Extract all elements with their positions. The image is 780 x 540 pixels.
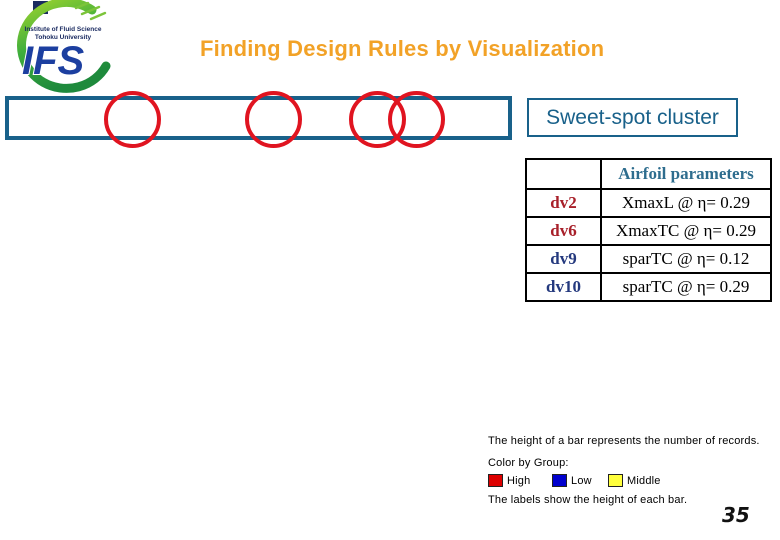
row-key: dv6 [525, 216, 602, 246]
cluster-circle-1 [104, 91, 161, 148]
table-row: dv2 XmaxL @ η= 0.29 [525, 188, 772, 218]
logo-swoosh-icon [17, 0, 111, 93]
table-header-label: Airfoil parameters [600, 158, 772, 190]
chart-notes-block: The height of a bar represents the numbe… [488, 435, 776, 513]
row-key: dv2 [525, 188, 602, 218]
high-color-swatch-icon [488, 474, 503, 487]
table-row: dv9 sparTC @ η= 0.12 [525, 244, 772, 274]
sweet-spot-cluster-label: Sweet-spot cluster [527, 98, 738, 137]
row-value: XmaxL @ η= 0.29 [600, 188, 772, 218]
row-key: dv10 [525, 272, 602, 302]
legend-label: Low [571, 474, 592, 487]
low-color-swatch-icon [552, 474, 567, 487]
note-color-by-group: Color by Group: [488, 457, 569, 469]
logo-acronym: IFS [22, 39, 85, 83]
ifs-logo-graphic: Institute of Fluid Science Tohoku Univer… [17, 0, 111, 93]
legend-item-middle: Middle [608, 474, 661, 487]
logo-comet-streaks-icon [74, 1, 107, 21]
table-row: dv10 sparTC @ η= 0.29 [525, 272, 772, 302]
table-header-row: Airfoil parameters [525, 158, 772, 190]
logo-institute-line2: Tohoku University [35, 34, 92, 41]
legend-label: Middle [627, 474, 661, 487]
cluster-circle-4 [388, 91, 445, 148]
row-value: XmaxTC @ η= 0.29 [600, 216, 772, 246]
row-key: dv9 [525, 244, 602, 274]
row-value: sparTC @ η= 0.12 [600, 244, 772, 274]
cluster-circle-2 [245, 91, 302, 148]
row-value: sparTC @ η= 0.29 [600, 272, 772, 302]
legend-label: High [507, 474, 531, 487]
table-header-empty-cell [525, 158, 602, 190]
table-row: dv6 XmaxTC @ η= 0.29 [525, 216, 772, 246]
note-bar-height: The height of a bar represents the numbe… [488, 435, 760, 447]
page-title: Finding Design Rules by Visualization [200, 36, 605, 61]
legend-item-high: High [488, 474, 530, 487]
color-legend: High Low Middle [488, 474, 776, 489]
logo-institute-line1: Institute of Fluid Science [25, 26, 102, 33]
page-number: 35 [722, 503, 750, 527]
note-labels: The labels show the height of each bar. [488, 494, 688, 506]
middle-color-swatch-icon [608, 474, 623, 487]
legend-item-low: Low [552, 474, 592, 487]
ifs-logo: Institute of Fluid Science Tohoku Univer… [6, 0, 118, 94]
airfoil-parameters-table: Airfoil parameters dv2 XmaxL @ η= 0.29 d… [525, 158, 772, 302]
